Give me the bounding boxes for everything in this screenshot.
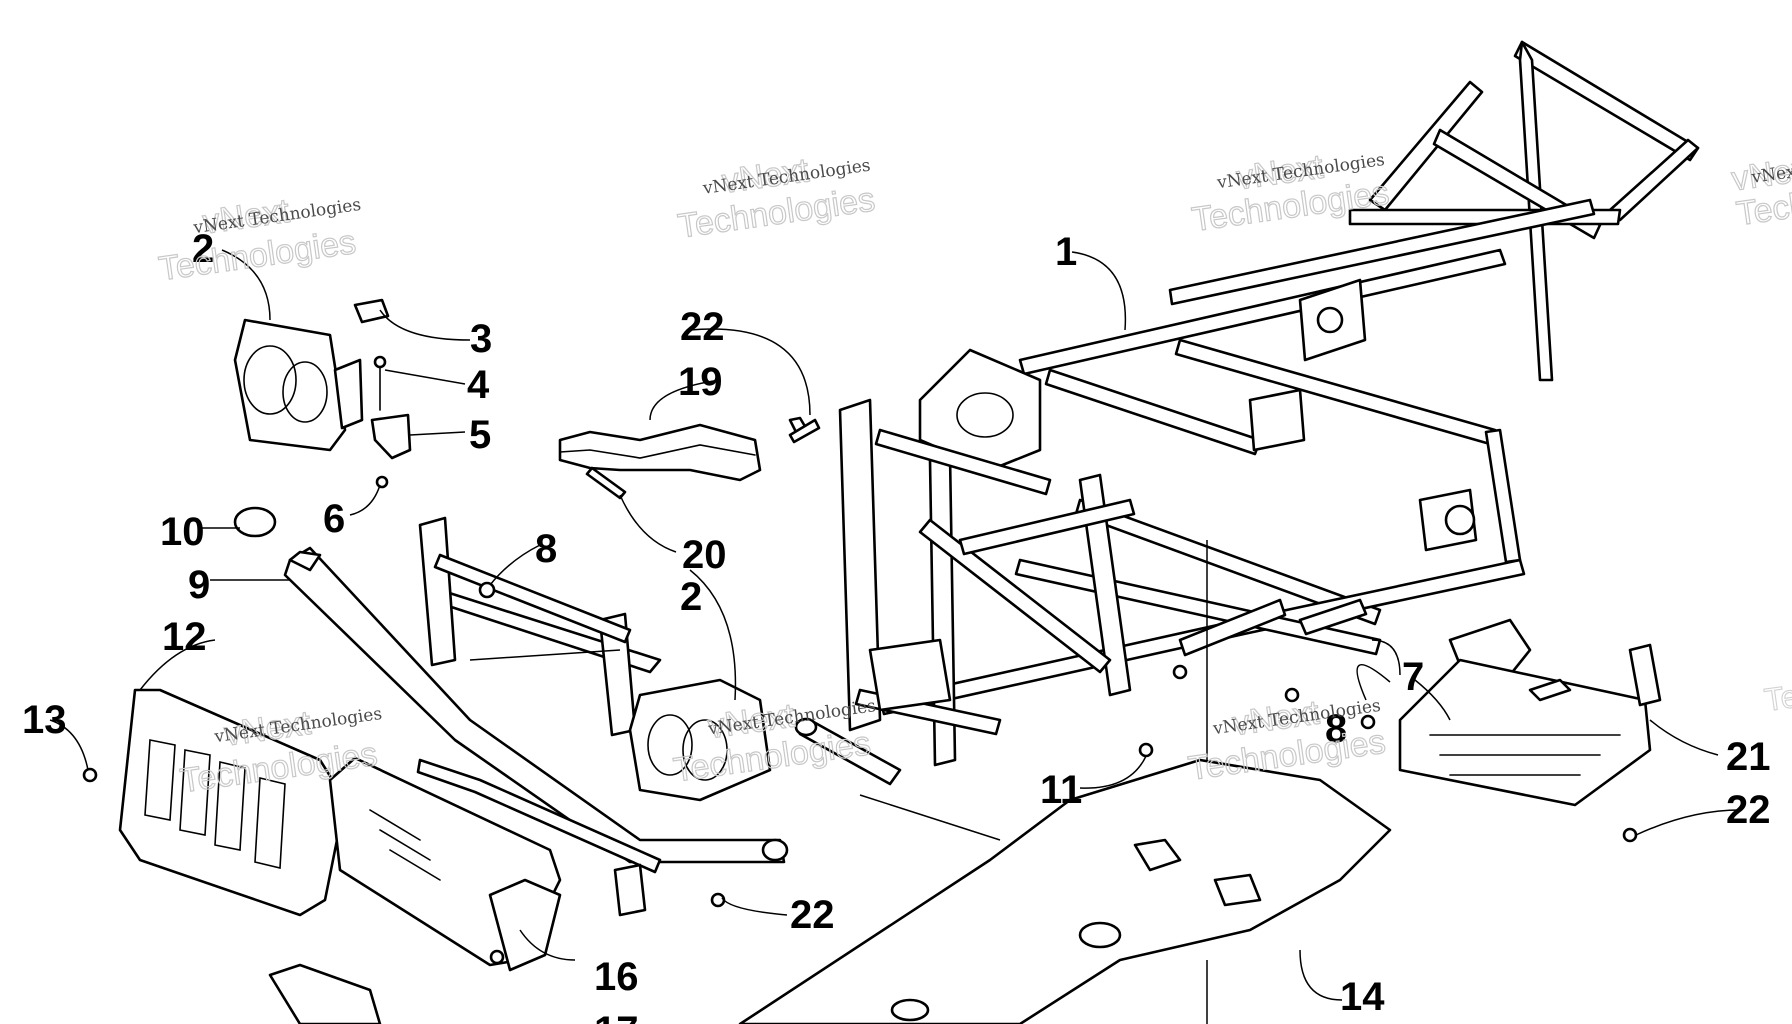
watermark-technologies: Technologies <box>1762 656 1792 718</box>
callout-20: 20 <box>682 533 727 577</box>
callout-22-bumper: 22 <box>790 893 835 937</box>
callout-22-bracket: 22 <box>680 305 725 349</box>
callout-9: 9 <box>188 563 210 607</box>
callout-4: 4 <box>467 363 490 407</box>
guard-panel-16 <box>328 756 562 972</box>
callout-3: 3 <box>470 317 492 361</box>
callout-2-headlight: 2 <box>192 227 214 271</box>
footrest-21 <box>1398 618 1662 807</box>
callout-22-footrest: 22 <box>1726 788 1771 832</box>
callout-13: 13 <box>22 698 67 742</box>
callout-8-frame: 8 <box>1325 707 1347 751</box>
main-frame <box>794 40 1700 786</box>
callout-16: 16 <box>594 955 639 999</box>
callout-10: 10 <box>160 510 205 554</box>
headlight-right <box>628 678 772 802</box>
callout-17: 17 <box>594 1009 639 1024</box>
hardware-stack <box>353 298 412 489</box>
callout-8-bumper: 8 <box>535 527 557 571</box>
callout-numbers: 1 2 2 3 4 5 6 7 8 8 9 10 11 12 13 14 16 … <box>22 227 1771 1024</box>
callout-12: 12 <box>162 615 207 659</box>
callout-5: 5 <box>469 413 491 457</box>
bracket-17 <box>268 963 382 1024</box>
callout-19: 19 <box>678 360 723 404</box>
callout-6: 6 <box>323 497 345 541</box>
callout-11: 11 <box>1040 768 1082 812</box>
callout-2-right: 2 <box>680 575 702 619</box>
callout-14: 14 <box>1340 975 1385 1019</box>
headlight-left <box>233 318 364 452</box>
callout-21: 21 <box>1726 735 1771 779</box>
leader-lines <box>49 249 1741 1024</box>
callout-7: 7 <box>1402 655 1424 699</box>
hardware-bolts <box>82 506 1638 965</box>
skid-plate-14 <box>738 758 1392 1024</box>
callout-1: 1 <box>1055 230 1077 274</box>
grille-12 <box>118 688 347 917</box>
